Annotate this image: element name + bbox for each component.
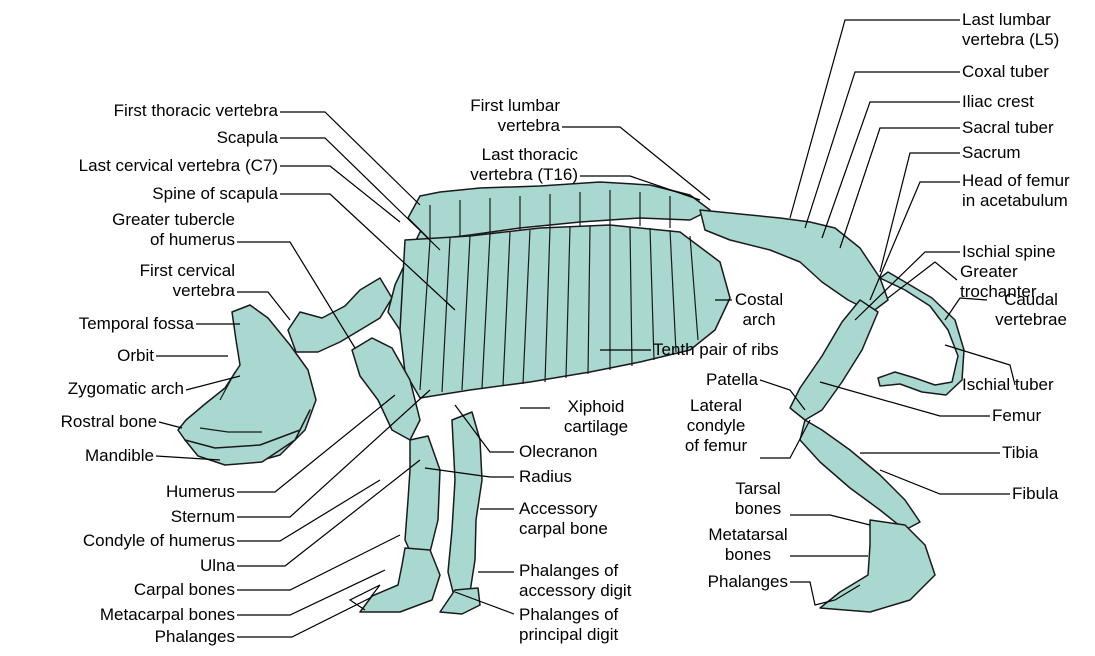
label-coxal-tuber: Coxal tuber	[962, 62, 1049, 82]
label-tenth-pair-of-ribs: Tenth pair of ribs	[653, 340, 779, 360]
label-first-thoracic-vertebra: First thoracic vertebra	[40, 101, 278, 121]
label-sacral-tuber: Sacral tuber	[962, 118, 1054, 138]
tail	[878, 272, 964, 395]
label-sacrum: Sacrum	[962, 143, 1021, 163]
label-spine-of-scapula: Spine of scapula	[40, 184, 278, 204]
accessory-foot	[440, 588, 480, 614]
label-fibula: Fibula	[1012, 484, 1058, 504]
label-ischial-spine: Ischial spine	[962, 242, 1056, 262]
label-ulna: Ulna	[40, 556, 235, 576]
label-zygomatic-arch: Zygomatic arch	[0, 379, 184, 399]
label-mandible: Mandible	[0, 446, 154, 466]
label-last-cervical-vertebra: Last cervical vertebra (C7)	[0, 156, 278, 176]
label-temporal-fossa: Temporal fossa	[0, 314, 194, 334]
label-sternum: Sternum	[40, 507, 235, 527]
label-patella: Patella	[660, 370, 758, 390]
femur	[790, 300, 878, 420]
label-phalanges-front: Phalanges	[40, 627, 235, 647]
tibia-fibula	[800, 420, 920, 530]
label-orbit: Orbit	[0, 346, 154, 366]
label-iliac-crest: Iliac crest	[962, 92, 1034, 112]
label-carpal-bones: Carpal bones	[40, 580, 235, 600]
label-scapula: Scapula	[40, 128, 278, 148]
label-femur: Femur	[992, 406, 1041, 426]
radius-ulna	[405, 436, 440, 560]
label-metacarpal-bones: Metacarpal bones	[0, 605, 235, 625]
label-radius: Radius	[519, 467, 572, 487]
label-tibia: Tibia	[1002, 443, 1038, 463]
fore-foot	[360, 548, 440, 612]
label-olecranon: Olecranon	[519, 442, 597, 462]
label-ischial-tuber: Ischial tuber	[962, 375, 1054, 395]
accessory-limb	[448, 412, 482, 600]
label-phalanges-hind: Phalanges	[690, 572, 788, 592]
label-rostral-bone: Rostral bone	[0, 412, 157, 432]
label-condyle-of-humerus: Condyle of humerus	[0, 531, 235, 551]
label-humerus: Humerus	[40, 482, 235, 502]
